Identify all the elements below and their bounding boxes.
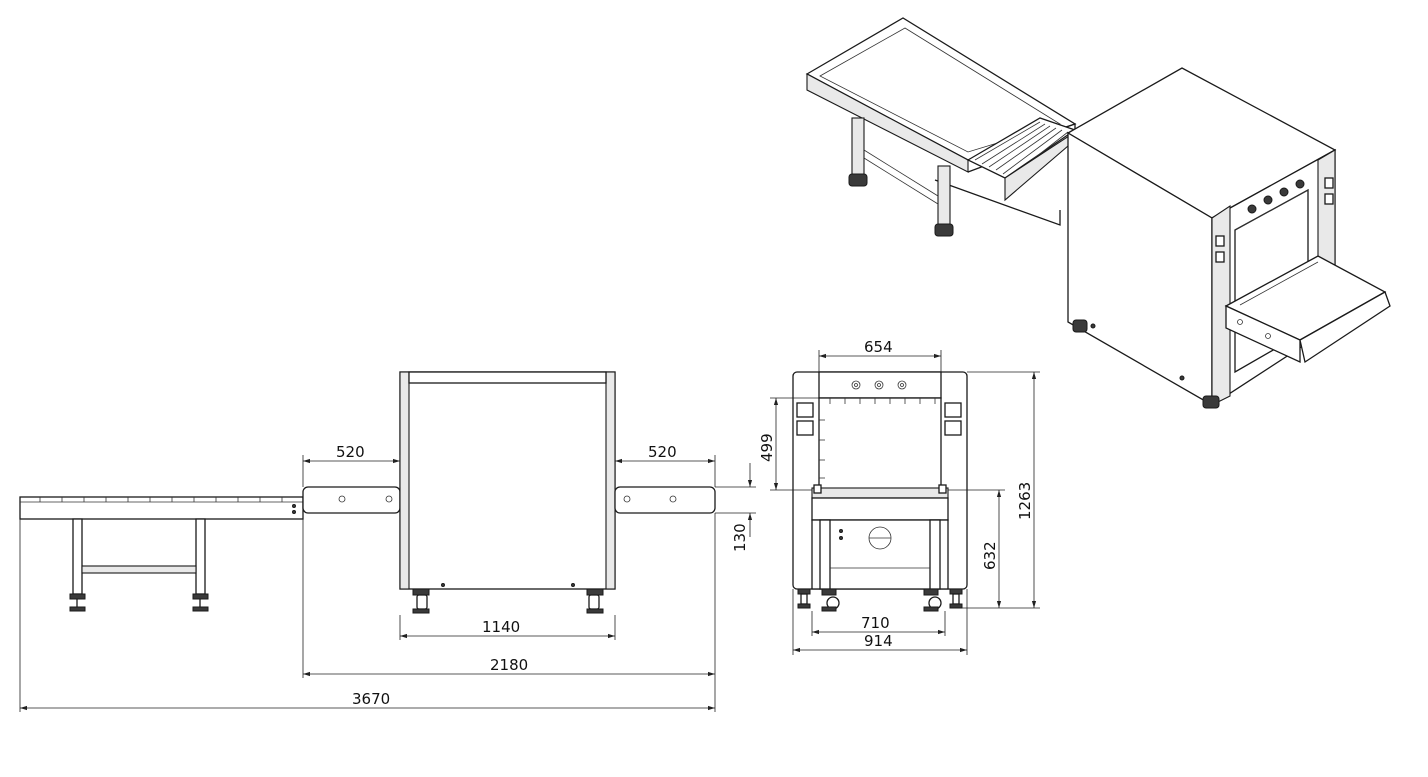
dim-conveyor-height-label: 632 <box>981 541 999 570</box>
dim-overall-length: 3670 <box>19 519 716 712</box>
dim-base-width-label: 710 <box>861 614 890 632</box>
dim-conveyor-span: 2180 <box>302 513 716 678</box>
side-entry-conveyor <box>19 496 304 612</box>
dim-overall-height-label: 1263 <box>1016 482 1034 520</box>
front-view: 654 499 632 1263 710 <box>758 338 1040 655</box>
side-cabinet <box>399 371 616 614</box>
dim-tunnel-width-label: 654 <box>864 338 893 356</box>
dim-conveyor-thickness-label: 130 <box>731 523 749 552</box>
isometric-view <box>805 17 1391 409</box>
dim-tunnel-height: 499 <box>758 397 819 491</box>
side-entry-short-conveyor <box>302 486 401 514</box>
dim-base-width: 710 <box>811 611 946 636</box>
dim-exit-conveyor: 520 <box>615 443 716 487</box>
dim-tunnel-height-label: 499 <box>758 433 776 462</box>
dim-overall-width-label: 914 <box>864 632 893 650</box>
dim-entry-conveyor: 520 <box>302 443 401 487</box>
dim-overall-height: 1263 <box>967 371 1040 609</box>
dim-exit-conveyor-label: 520 <box>648 443 677 461</box>
dim-tunnel-depth: 1140 <box>399 615 616 640</box>
dim-conveyor-span-label: 2180 <box>490 656 528 674</box>
dim-overall-length-label: 3670 <box>352 690 390 708</box>
front-cabinet <box>792 371 968 612</box>
dim-entry-conveyor-label: 520 <box>336 443 365 461</box>
iso-entry-conveyor <box>805 17 1077 237</box>
dim-tunnel-width: 654 <box>818 338 942 372</box>
dim-tunnel-depth-label: 1140 <box>482 618 520 636</box>
side-exit-conveyor <box>614 486 716 514</box>
dim-conveyor-height: 632 <box>948 489 1005 609</box>
iso-exit-conveyor <box>1224 255 1391 364</box>
dim-overall-width: 914 <box>792 589 968 655</box>
dim-conveyor-thickness: 130 <box>715 463 756 552</box>
side-view: 520 520 130 1140 2180 <box>19 371 756 712</box>
